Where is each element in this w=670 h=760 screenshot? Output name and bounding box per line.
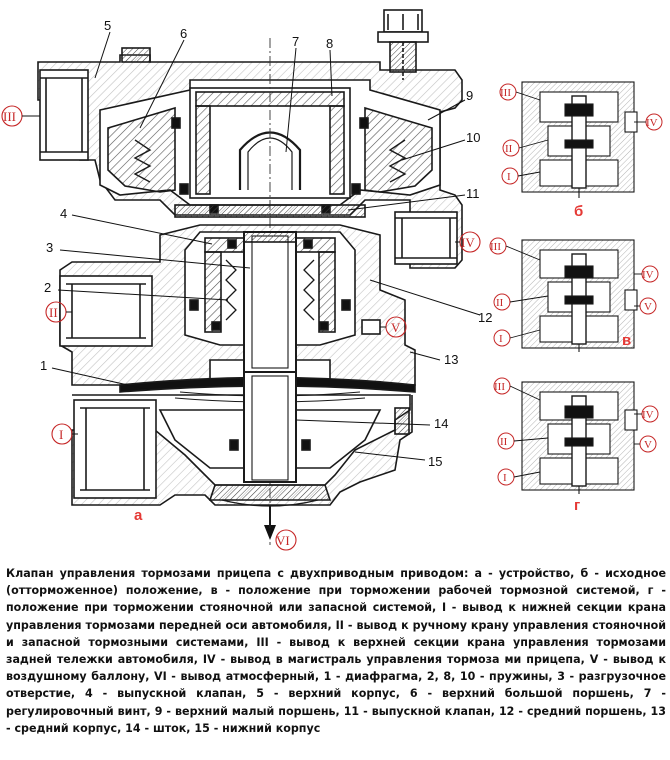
label-12: 12 [478, 310, 492, 325]
label-1: 1 [40, 358, 47, 373]
port-I-c: I [499, 333, 503, 345]
port-III-d: III [494, 381, 505, 393]
label-2: 2 [44, 280, 51, 295]
part-numbers: 5 6 7 8 9 10 11 4 3 2 12 1 13 14 15 [40, 18, 492, 469]
subfig-b-label: б [574, 203, 583, 220]
exhaust-valve-top [174, 204, 366, 218]
schematic-d [521, 381, 638, 494]
label-5: 5 [104, 18, 111, 33]
port-V-c: V [644, 301, 652, 313]
spring-left [133, 139, 152, 183]
port-I-d: I [503, 472, 507, 484]
port-II-c: II [496, 297, 504, 309]
port-III-main: III [3, 109, 16, 124]
label-8: 8 [326, 36, 333, 51]
port-I-b: I [507, 171, 511, 183]
subfig-c-label: в [622, 332, 631, 349]
schematic-c [521, 239, 638, 352]
port-I-main: I [59, 427, 63, 442]
upper-large-piston [107, 106, 176, 193]
label-10: 10 [466, 130, 480, 145]
label-7: 7 [292, 34, 299, 49]
label-13: 13 [444, 352, 458, 367]
port-IV-main: IV [461, 235, 475, 250]
port-VI-main: VI [276, 533, 290, 548]
valve-diagram: 5 6 7 8 9 10 11 4 3 2 12 1 13 14 15 III … [1, 9, 663, 551]
port-II-b: II [505, 143, 513, 155]
port-V-main: V [391, 320, 401, 335]
leader-lines [51, 31, 481, 461]
label-11: 11 [466, 186, 480, 201]
label-4: 4 [60, 206, 67, 221]
label-15: 15 [428, 454, 442, 469]
subfig-d-label: г [574, 497, 580, 514]
port-V-d: V [644, 439, 652, 451]
port-IV-b: IV [646, 117, 658, 129]
label-3: 3 [46, 240, 53, 255]
figure-caption: Клапан управления тормозами прицепа с дв… [6, 567, 666, 735]
main-assembly [37, 9, 463, 545]
label-9: 9 [466, 88, 473, 103]
spring-middle-right [303, 259, 315, 321]
label-14: 14 [434, 416, 448, 431]
schematic-b [521, 81, 638, 198]
label-6: 6 [180, 26, 187, 41]
port-IV-c: IV [642, 269, 654, 281]
exhaust-arrow [264, 505, 276, 540]
port-II-d: II [500, 436, 508, 448]
port-III-b: III [500, 87, 511, 99]
spring-middle-left [225, 259, 237, 321]
port-III-c: III [490, 241, 501, 253]
spring-right [388, 139, 407, 183]
subfig-a-label: а [134, 507, 143, 524]
port-IV-d: IV [642, 409, 654, 421]
port-II-main: II [49, 305, 58, 320]
